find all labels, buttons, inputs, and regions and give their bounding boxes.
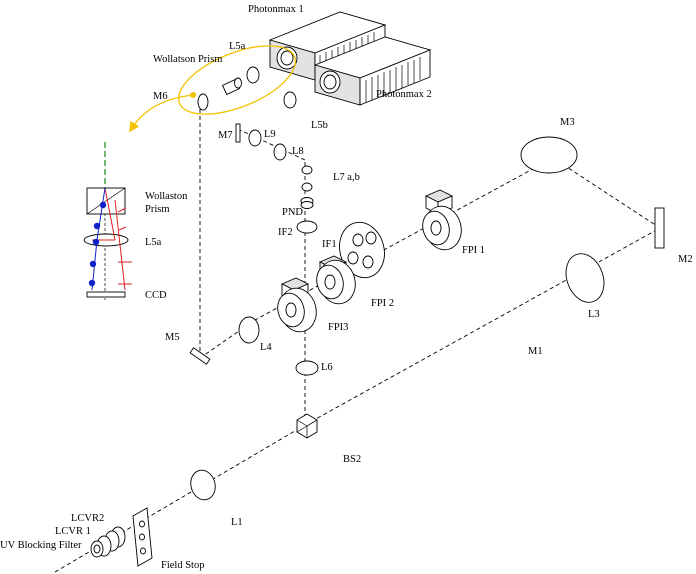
field-stop-plate: [132, 507, 153, 567]
m7-mirror: [235, 123, 241, 143]
label-inset-l5a: L5a: [145, 237, 162, 248]
label-l6: L6: [321, 362, 333, 373]
label-lcvr1: LCVR 1: [55, 526, 91, 537]
l8-lens: [273, 143, 287, 161]
photonmax-2-camera: [313, 36, 432, 106]
label-m7: M7: [218, 130, 233, 141]
label-wollaston-top: Wollatson Prism: [153, 54, 222, 65]
label-fpi1: FPI 1: [462, 245, 485, 256]
label-m2: M2: [678, 254, 693, 265]
inset-ccd: [86, 291, 126, 298]
bs2-beamsplitter: [296, 413, 318, 439]
label-uv-filter: UV Blocking Filter: [0, 540, 82, 551]
l6-lens: [295, 360, 319, 376]
label-photonmax1: Photonmax 1: [248, 4, 304, 15]
l3-lens: [565, 253, 605, 303]
label-inset-wollaston-2: Prism: [145, 204, 170, 215]
ray-blue: [88, 187, 107, 291]
label-bs2: BS2: [343, 454, 361, 465]
l4-lens: [238, 316, 260, 344]
wollaston-prism-element: [221, 77, 242, 96]
l7-lenses: [301, 165, 313, 192]
m6-mirror: [197, 93, 209, 111]
label-lcvr2: LCVR2: [71, 513, 104, 524]
fpi2-etalon: [316, 255, 356, 305]
label-fpi2: FPI 2: [371, 298, 394, 309]
label-l8: L8: [292, 146, 304, 157]
m5-mirror: [189, 347, 211, 365]
beam-paths: [54, 100, 661, 573]
fpi3-etalon: [277, 277, 317, 333]
m3-mirror: [520, 136, 578, 174]
label-l1: L1: [231, 517, 243, 528]
label-m6: M6: [153, 91, 168, 102]
if2-filter: [296, 220, 318, 234]
pnd-filter: [300, 197, 314, 209]
label-l3: L3: [588, 309, 600, 320]
label-inset-wollaston-1: Wollaston: [145, 191, 188, 202]
label-m1: M1: [528, 346, 543, 357]
label-m3: M3: [560, 117, 575, 128]
prism-interface: [86, 187, 126, 215]
lcvr-assembly: [90, 526, 126, 558]
label-l5b: L5b: [311, 120, 328, 131]
label-photonmax2: Photonmax 2: [376, 89, 432, 100]
label-if2: IF2: [278, 227, 293, 238]
beam-input: [54, 424, 306, 573]
highlight-ellipse: [177, 45, 297, 115]
label-l7ab: L7 a,b: [333, 172, 360, 183]
m2-mirror: [654, 207, 665, 249]
beam-m2-to-m3: [552, 157, 661, 229]
beam-bs2-to-m2: [304, 227, 661, 426]
l5a-lens: [246, 66, 260, 84]
fold-arrow: [129, 94, 194, 133]
l9-lens: [248, 129, 262, 147]
label-l5a-top: L5a: [229, 41, 246, 52]
l5b-lens: [283, 91, 297, 109]
label-m5: M5: [165, 332, 180, 343]
label-l4: L4: [260, 342, 272, 353]
label-l9: L9: [264, 129, 276, 140]
labels: Photonmax 1 Photonmax 2 L5a Wollatson Pr…: [0, 4, 693, 571]
label-fpi3: FPI3: [328, 322, 348, 333]
l1-lens: [190, 469, 216, 501]
inset-schematic: [83, 142, 132, 300]
fpi1-etalon: [422, 189, 462, 251]
label-pnd: PND: [282, 207, 303, 218]
wollaston-assembly: [129, 45, 297, 133]
label-inset-ccd: CCD: [145, 290, 167, 301]
if1-filter-wheel: [339, 221, 385, 279]
label-field-stop: Field Stop: [161, 560, 204, 571]
label-if1: IF1: [322, 239, 337, 250]
